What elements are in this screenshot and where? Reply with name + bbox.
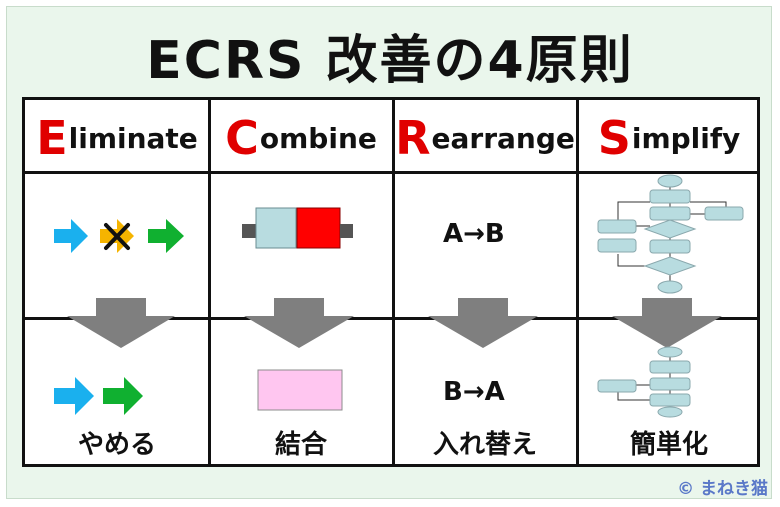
blue-arrow-icon xyxy=(54,377,94,415)
ecrs-table xyxy=(22,97,760,467)
flow-process xyxy=(597,219,637,234)
green-arrow-icon xyxy=(148,219,184,253)
down-arrow-icon xyxy=(67,298,175,348)
down-arrow-icon xyxy=(428,298,538,348)
combined-block xyxy=(257,369,343,411)
down-arrow-icon xyxy=(612,298,722,348)
blue-arrow-icon xyxy=(54,219,88,253)
connector-left xyxy=(242,224,256,238)
result-label-combine: 結合 xyxy=(274,430,327,460)
flow-process xyxy=(597,379,637,393)
header-initial: R xyxy=(395,111,431,165)
flow-terminal xyxy=(657,406,683,418)
flow-process xyxy=(597,238,637,253)
copyright-credit: © まねき猫 xyxy=(677,479,768,499)
column-divider xyxy=(208,97,211,467)
flow-decision xyxy=(643,256,697,276)
flow-process xyxy=(649,189,691,204)
row-divider xyxy=(22,317,760,320)
header-rest: ombine xyxy=(259,121,377,155)
result-label-rearrange: 入れ替え xyxy=(432,430,537,460)
result-label-simplify: 簡単化 xyxy=(629,430,708,460)
flow-process xyxy=(649,393,691,407)
column-divider xyxy=(576,97,579,467)
down-arrow-icon xyxy=(244,298,354,348)
flow-process xyxy=(704,206,744,221)
column-divider xyxy=(392,97,395,467)
cross-icon xyxy=(104,223,130,250)
header-rest: liminate xyxy=(68,121,198,155)
header-initial: C xyxy=(225,111,259,165)
header-initial: E xyxy=(36,111,68,165)
rearrange-after-text: B→A xyxy=(443,377,505,407)
light-blue-block xyxy=(255,207,297,249)
flow-process xyxy=(649,377,691,391)
result-label-eliminate: やめる xyxy=(77,430,156,460)
flow-terminal xyxy=(657,174,683,188)
flow-terminal xyxy=(657,346,683,358)
flow-terminal xyxy=(657,280,683,294)
header-rest: implify xyxy=(631,121,741,155)
flow-decision xyxy=(643,219,697,239)
connector-right xyxy=(340,224,353,238)
flow-process xyxy=(649,360,691,374)
red-block xyxy=(296,207,341,249)
flow-process xyxy=(649,239,691,254)
green-arrow-icon xyxy=(103,377,143,415)
header-initial: S xyxy=(597,111,631,165)
rearrange-before-text: A→B xyxy=(443,219,505,249)
page-title: ECRS 改善の4原則 xyxy=(146,31,634,91)
row-divider xyxy=(22,171,760,174)
header-rest: earrange xyxy=(431,121,575,155)
